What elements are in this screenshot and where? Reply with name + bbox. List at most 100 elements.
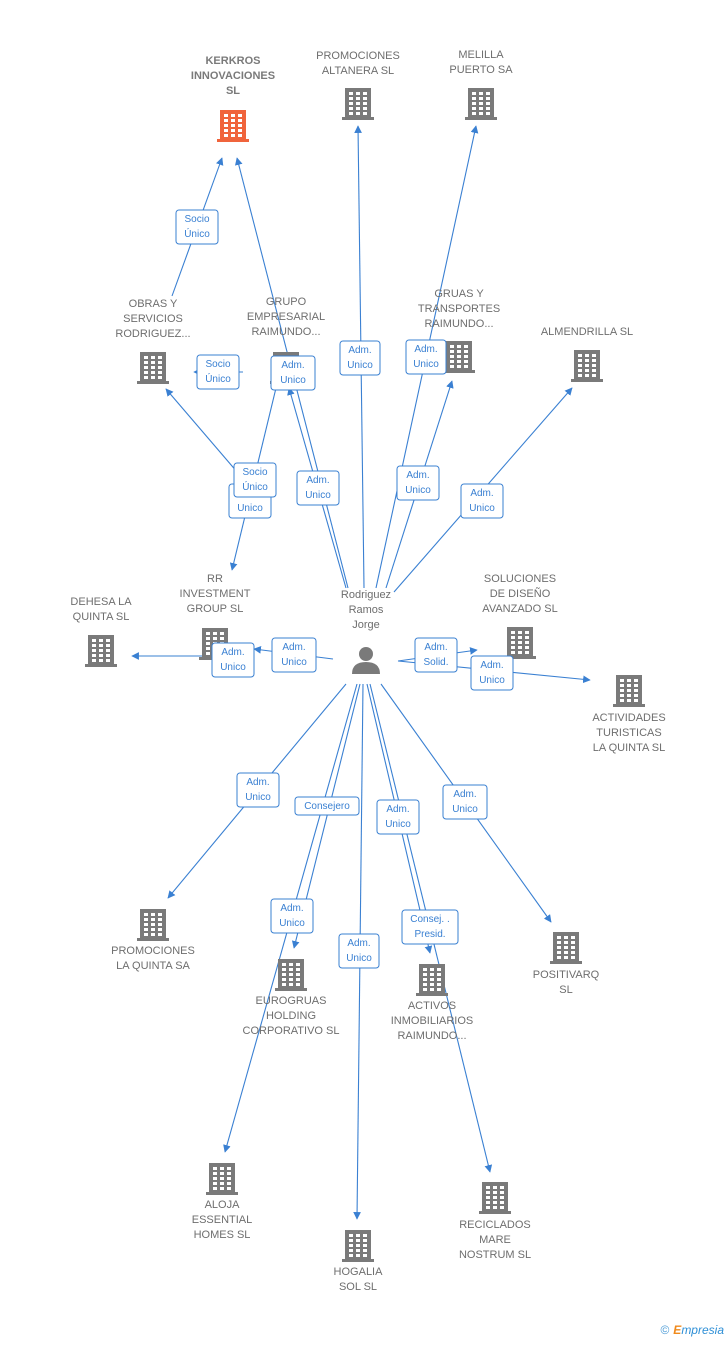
- edge-label-box[interactable]: [405, 339, 447, 375]
- edge-label-center-hogalia[interactable]: Adm.Unico: [338, 933, 380, 969]
- company-name-line: MELILLA: [458, 49, 504, 61]
- edge-label-center-reciclados[interactable]: Consej. .Presid.: [401, 909, 459, 945]
- company-name-line: ACTIVOS: [408, 1000, 456, 1012]
- edge-label-center-grupo[interactable]: Adm.Unico: [296, 470, 340, 506]
- edge-label-center-altanera[interactable]: Adm.Unico: [339, 340, 381, 376]
- edge-label-rr-dehesa[interactable]: Adm.Unico: [211, 642, 255, 678]
- edge-label-box[interactable]: [401, 909, 459, 945]
- edge-label-box[interactable]: [414, 637, 458, 673]
- edge-label-text: Adm.Solid.: [423, 642, 448, 668]
- edge-label-line: Socio: [205, 359, 230, 370]
- edge-label-line: Unico: [245, 792, 271, 803]
- edge-label-text: Adm.Unico: [245, 777, 271, 803]
- edge-label-box[interactable]: [460, 483, 504, 519]
- edge-label-box[interactable]: [442, 784, 488, 820]
- edge-label-box[interactable]: [396, 465, 440, 501]
- building-icon: [342, 1230, 374, 1262]
- edge-label-box[interactable]: [470, 655, 514, 691]
- building-icon: [137, 909, 169, 941]
- edge-label-box[interactable]: [196, 354, 240, 390]
- edge-label-text: Consej. .Presid.: [410, 914, 449, 940]
- company-name-line: MARE: [479, 1234, 511, 1246]
- edge-label-center-kerkros[interactable]: Adm.Unico: [270, 355, 316, 391]
- edge-label-box[interactable]: [175, 209, 219, 245]
- edge-label-box[interactable]: [211, 642, 255, 678]
- edge-label-center-activos[interactable]: Adm.Unico: [376, 799, 420, 835]
- edge-label-center-melilla[interactable]: Adm.Unico: [405, 339, 447, 375]
- company-name-line: RODRIGUEZ...: [115, 328, 190, 340]
- edge-label-center-eurogruas[interactable]: Consejero: [294, 796, 360, 816]
- company-name-line: PROMOCIONES: [111, 945, 195, 957]
- edge-label-text: Adm.Unico: [346, 938, 372, 964]
- edge-label-center-rr[interactable]: Adm.Unico: [271, 637, 317, 673]
- company-name-line: EMPRESARIAL: [247, 311, 325, 323]
- building-icon: [206, 1163, 238, 1195]
- edge-label-center-positivarq[interactable]: Adm.Unico: [442, 784, 488, 820]
- edge-label-box[interactable]: [339, 340, 381, 376]
- company-name-line: GROUP SL: [187, 603, 244, 615]
- edge-label-line: Unico: [279, 918, 305, 929]
- person-name-line: Jorge: [352, 619, 380, 631]
- edge-label-center-promquinta[interactable]: Adm.Unico: [236, 772, 280, 808]
- company-name-line: SL: [559, 984, 572, 996]
- edge-label-box[interactable]: [296, 470, 340, 506]
- company-name-line: KERKROS: [205, 55, 260, 67]
- edge-label-box[interactable]: [294, 796, 360, 816]
- building-icon: [550, 932, 582, 964]
- edge-label-line: Socio: [184, 214, 209, 225]
- building-icon: [416, 964, 448, 996]
- edge-label-line: Unico: [452, 804, 478, 815]
- company-name-line: PROMOCIONES: [316, 50, 400, 62]
- edge-label-center-actividades[interactable]: Adm.Unico: [470, 655, 514, 691]
- edge-label-box[interactable]: [270, 898, 314, 934]
- company-name-line: LA QUINTA SA: [116, 960, 190, 972]
- company-name-line: TRANSPORTES: [418, 303, 500, 315]
- company-name-line: INMOBILIARIOS: [391, 1015, 474, 1027]
- company-node-promquinta[interactable]: PROMOCIONES LA QUINTA SA: [111, 909, 195, 972]
- edge-label-line: Unico: [469, 503, 495, 514]
- edge-label-text: Adm.Unico: [385, 804, 411, 830]
- edge-label-box[interactable]: [236, 772, 280, 808]
- edge-label-text: Consejero: [304, 801, 350, 812]
- company-node-almendrilla[interactable]: ALMENDRILLA SL: [541, 326, 633, 382]
- edge-label-center-almendrilla[interactable]: Adm.Unico: [460, 483, 504, 519]
- edge-label-box[interactable]: [271, 637, 317, 673]
- edge-label-box[interactable]: [338, 933, 380, 969]
- edge-label-center-soluciones[interactable]: Adm.Solid.: [414, 637, 458, 673]
- edge-label-text: Adm.Unico: [452, 789, 478, 815]
- edge-label-box[interactable]: [376, 799, 420, 835]
- edge-label-line: Unico: [413, 359, 439, 370]
- edge-label-center-gruas[interactable]: Adm.Unico: [396, 465, 440, 501]
- company-name-line: CORPORATIVO SL: [243, 1025, 340, 1037]
- edge-label-line: Consejero: [304, 801, 350, 812]
- building-icon: [571, 350, 603, 382]
- edge-label-line: Adm.: [424, 642, 447, 653]
- edge-label-box[interactable]: [270, 355, 316, 391]
- edge-label-box[interactable]: [233, 462, 277, 498]
- edge-label-text: Adm.Unico: [280, 360, 306, 386]
- footer-brand: ©Empresia: [660, 1323, 724, 1337]
- edge-label-center-aloja[interactable]: Adm.Unico: [270, 898, 314, 934]
